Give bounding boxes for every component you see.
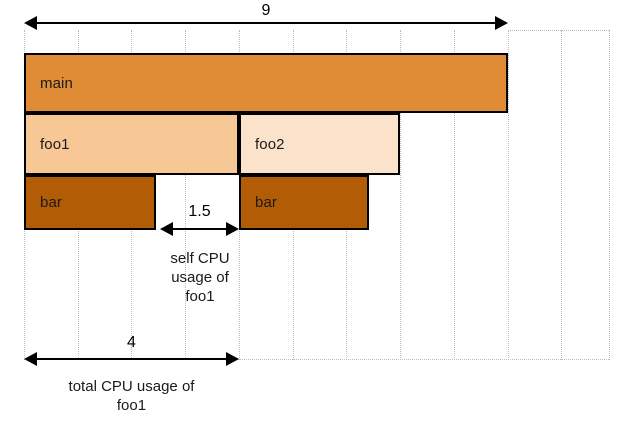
measure-total-width-value: 9 [261,2,271,19]
frame-label: bar [40,194,62,211]
measure-total-cpu-value: 4 [127,334,136,351]
measure-self-cpu-caption: self CPU usage of foo1 [140,250,260,306]
arrow-left-head-icon [24,16,37,30]
caption-line: foo1 [116,396,147,414]
frame-foo1[interactable]: foo1 [24,113,239,175]
measure-total-cpu-caption: total CPU usage of foo1 [19,378,244,416]
frame-bar-under-foo2[interactable]: bar [239,175,369,230]
arrow-line [33,22,499,24]
frame-label: foo2 [255,135,285,153]
grid-baseline [24,359,609,360]
frame-bar-under-foo1[interactable]: bar [24,175,156,230]
frame-label: main [40,74,73,92]
arrow-right-head-icon [226,222,239,236]
measure-total-cpu-arrow [24,352,239,366]
grid-line-10 [561,30,562,360]
caption-line: foo1 [185,287,215,305]
arrow-line [33,358,230,360]
arrow-right-head-icon [226,352,239,366]
arrow-right-head-icon [495,16,508,30]
measure-self-cpu-value: 1.5 [188,203,211,220]
arrow-left-head-icon [160,222,173,236]
frame-foo2[interactable]: foo2 [239,113,400,175]
grid-line-3 [185,30,186,360]
frame-label: foo1 [40,135,70,153]
arrow-left-head-icon [24,352,37,366]
grid-topline [508,30,609,31]
caption-line: usage of [171,268,229,286]
caption-line: total CPU usage of [68,378,195,395]
caption-line: self CPU [170,250,230,267]
frame-label: bar [255,194,277,211]
grid-line-9 [508,30,509,360]
frame-main[interactable]: main [24,53,508,113]
grid-line-8 [454,30,455,360]
grid-line-11 [609,30,610,360]
measure-self-cpu-arrow [160,222,239,236]
arrow-line [169,228,230,230]
grid-line-7 [400,30,401,360]
measure-total-width-arrow [24,16,508,30]
